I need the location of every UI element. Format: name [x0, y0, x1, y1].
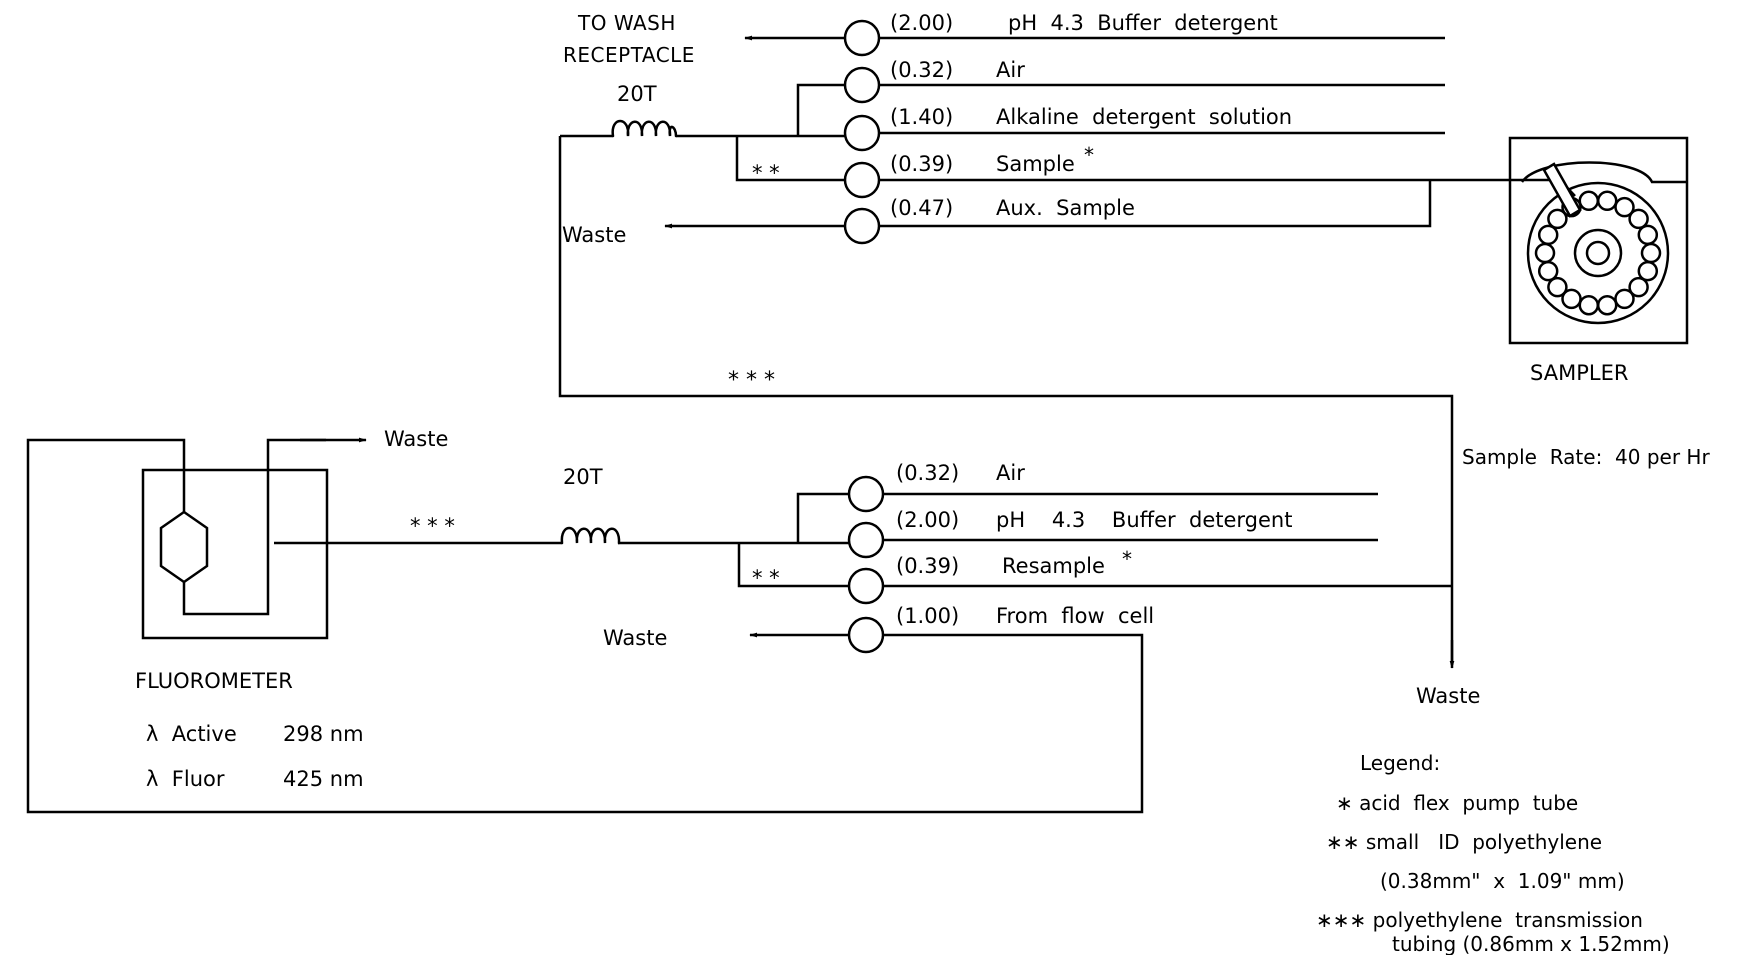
sampler-top-curve	[1520, 161, 1686, 184]
sampler-cup	[1614, 288, 1635, 310]
bottom-waste-left-label: Waste	[603, 626, 667, 650]
bottom-resample-join	[737, 543, 849, 588]
sampler-cup	[1614, 196, 1635, 218]
sampler-cup	[1534, 242, 1556, 264]
bottom-label-3: Resample	[1002, 554, 1105, 578]
top-label-1: pH 4.3 Buffer detergent	[1008, 11, 1278, 35]
bottom-waste-right-label: Waste	[1416, 684, 1480, 708]
top-pump-buffer	[843, 19, 881, 57]
flow-cell-icon	[159, 510, 209, 584]
active-wavelength-value: 298 nm	[283, 722, 364, 746]
bottom-label-2: pH 4.3 Buffer detergent	[996, 508, 1292, 532]
fluor-wavelength-value: 425 nm	[283, 767, 364, 791]
bottom-manifold: 20T * * * * * Waste Waste (0.32) Air (2.…	[26, 438, 1480, 814]
active-wavelength-name: λ Active	[146, 722, 237, 746]
top-pump-sample	[843, 161, 881, 199]
top-label-4: Sample	[996, 152, 1075, 176]
fluorometer: Waste FLUOROMETER λ Active 298 nm λ Fluo…	[135, 427, 448, 791]
sampler-cup	[1578, 190, 1600, 212]
bottom-label-1: Air	[996, 461, 1025, 485]
top-label-3: Alkaline detergent solution	[996, 105, 1292, 129]
wash-label-line2: RECEPTACLE	[563, 43, 695, 67]
sampler-cup	[1537, 224, 1559, 246]
sampler-cup	[1537, 260, 1559, 282]
sampler-probe-arm	[1542, 162, 1582, 218]
bottom-air-join	[796, 492, 849, 543]
fluorometer-housing	[141, 468, 329, 640]
top-manifold: TO WASH RECEPTACLE 20T Waste * * * * * (…	[558, 11, 1576, 669]
bottom-pump-air	[847, 475, 885, 513]
sampler-cup	[1628, 276, 1649, 298]
bottom-coil-label: 20T	[563, 465, 603, 489]
bottom-label-4: From flow cell	[996, 604, 1154, 628]
top-rate-3: (1.40)	[890, 105, 953, 129]
legend-title: Legend:	[1360, 751, 1440, 775]
double-star-mark: * *	[752, 161, 780, 185]
sampler-hub-outer	[1573, 228, 1623, 278]
legend-item-triple-star-size: tubing (0.86mm x 1.52mm)	[1392, 932, 1670, 955]
sample-join	[735, 136, 845, 182]
top-line-aux-sample	[880, 180, 1432, 228]
bottom-double-star-mark: * *	[752, 566, 780, 590]
top-rate-2: (0.32)	[890, 58, 953, 82]
fluorometer-waste-label: Waste	[384, 427, 448, 451]
bottom-rate-4: (1.00)	[896, 604, 959, 628]
sampler-cup	[1596, 294, 1618, 316]
bottom-triple-star-mark: * * *	[410, 514, 455, 538]
sampler-cup	[1637, 224, 1659, 246]
bottom-rate-1: (0.32)	[896, 461, 959, 485]
fluorometer-label: FLUOROMETER	[135, 669, 293, 693]
sampler-label: SAMPLER	[1530, 361, 1628, 385]
top-pump-alkaline	[843, 114, 881, 152]
top-label-2: Air	[996, 58, 1025, 82]
legend-item-double-star-size: (0.38mm" x 1.09" mm)	[1380, 869, 1625, 893]
top-rate-5: (0.47)	[890, 196, 953, 220]
top-rate-4: (0.39)	[890, 152, 953, 176]
sampler-cup	[1640, 242, 1662, 264]
legend-item-single-star: ∗ acid flex pump tube	[1336, 791, 1578, 815]
top-sample-asterisk: *	[1084, 143, 1094, 167]
top-rate-1: (2.00)	[890, 11, 953, 35]
legend-item-double-star: ∗∗ small ID polyethylene	[1326, 830, 1602, 854]
bottom-mixing-coil	[560, 526, 621, 545]
sampler-cup	[1561, 288, 1582, 310]
wash-label-line1: TO WASH	[577, 11, 676, 35]
legend: Legend: ∗ acid flex pump tube ∗∗ small I…	[1316, 751, 1670, 955]
sampler-cups	[1534, 190, 1662, 316]
transmission-line	[558, 136, 1454, 665]
sampler-frame	[1508, 136, 1689, 345]
bottom-rate-3: (0.39)	[896, 554, 959, 578]
sample-rate-text: Sample Rate: 40 per Hr	[1462, 445, 1710, 469]
bottom-rate-2: (2.00)	[896, 508, 959, 532]
sampler-cup	[1547, 208, 1568, 230]
top-pump-aux-sample	[843, 207, 881, 245]
sampler-tray	[1526, 181, 1670, 325]
top-pump-air	[843, 66, 881, 104]
sampler-cup	[1596, 190, 1618, 212]
top-waste-label: Waste	[562, 223, 626, 247]
bottom-pump-resample	[847, 567, 885, 605]
bottom-pump-buffer	[847, 521, 885, 559]
top-label-5: Aux. Sample	[996, 196, 1135, 220]
top-coil-label: 20T	[617, 82, 657, 106]
triple-star-mark: * * *	[728, 368, 775, 393]
flow-cell-return-line	[26, 438, 1144, 814]
sampler-cup	[1578, 294, 1600, 316]
sampler-hub-inner	[1585, 240, 1611, 266]
bottom-resample-asterisk: *	[1122, 547, 1132, 571]
fluor-wavelength-name: λ Fluor	[146, 767, 225, 791]
sampler-cup	[1547, 276, 1568, 298]
top-mixing-coil	[611, 119, 678, 138]
air-join	[796, 83, 845, 136]
legend-item-triple-star: ∗∗∗ polyethylene transmission	[1316, 908, 1643, 932]
sampler-cup	[1628, 208, 1649, 230]
sampler-cup	[1637, 260, 1659, 282]
bottom-pump-flow-cell	[847, 616, 885, 654]
sampler: SAMPLER Sample Rate: 40 per Hr	[1462, 136, 1710, 469]
